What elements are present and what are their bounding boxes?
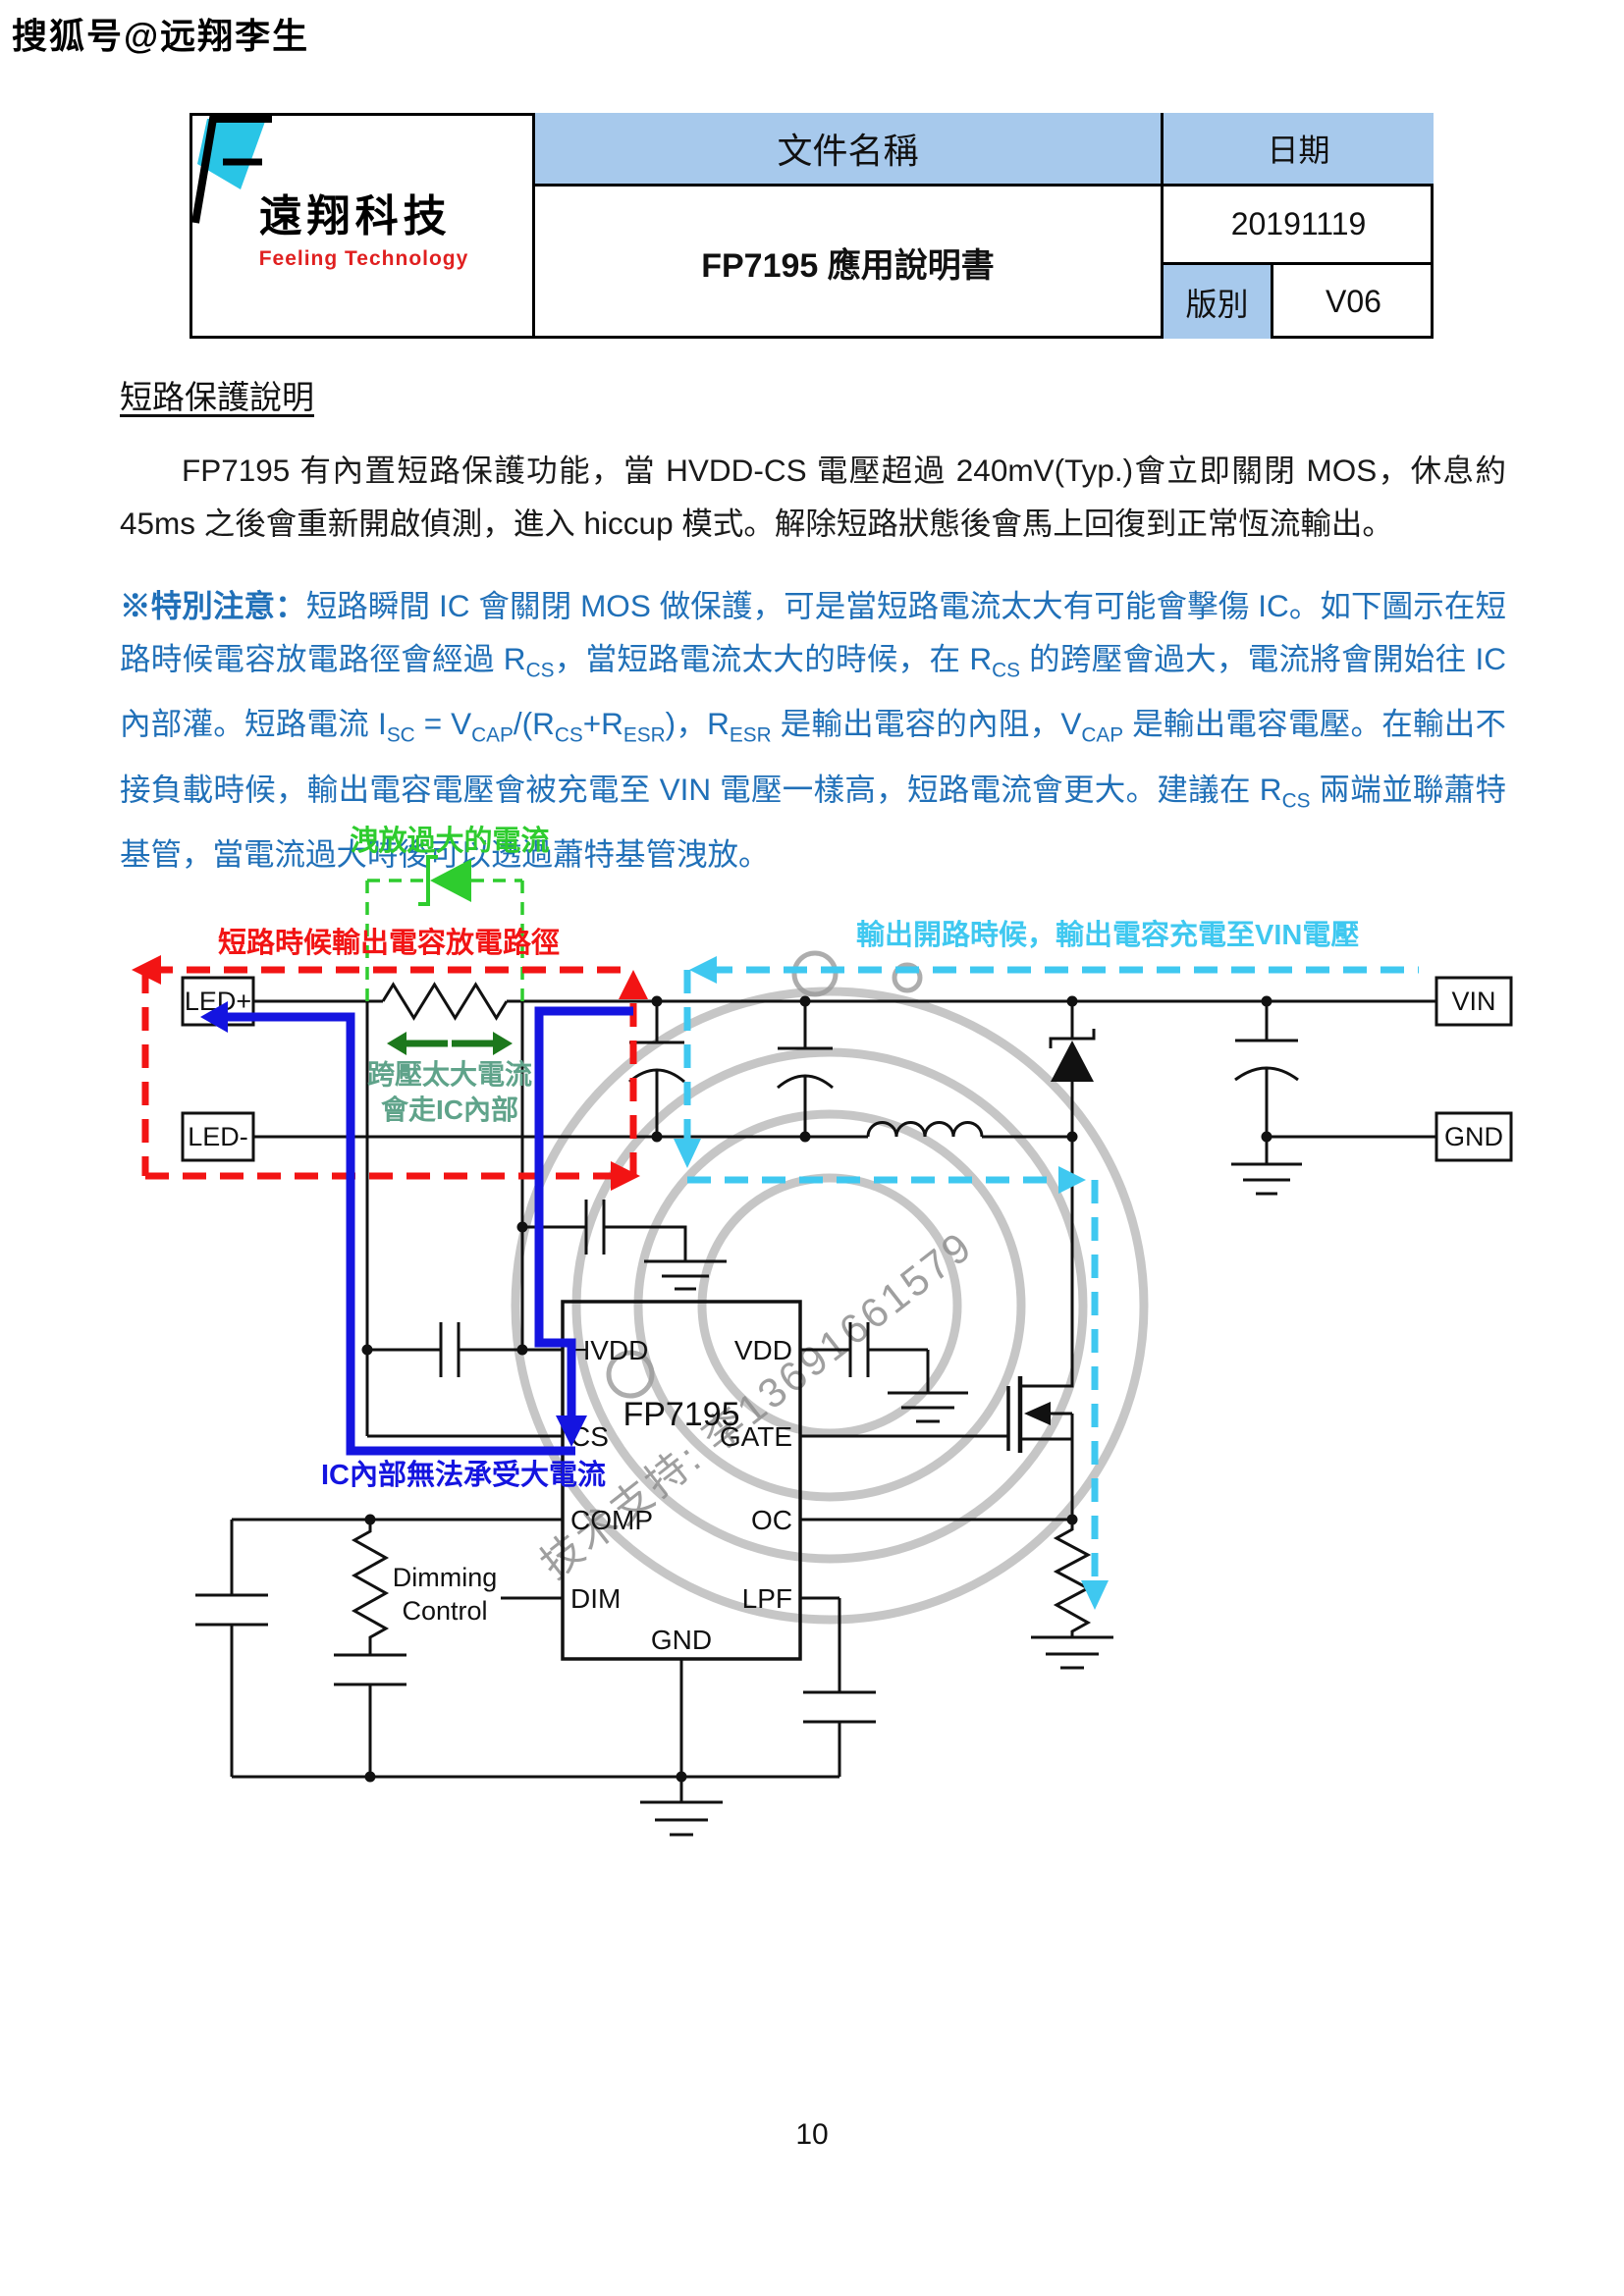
terminal-boxes [181,976,1513,1162]
date-label: 日期 [1164,113,1434,187]
logo-cell: 遠翔科技 Feeling Technology [189,113,535,339]
pin-comp: COMP [570,1505,653,1535]
vin-label: VIN [1451,987,1495,1016]
note-crossover-line1: 跨壓太大電流 [367,1059,532,1090]
dimming-control-label: Dimming Control [393,1563,498,1626]
schottky-diode [1049,1001,1096,1137]
company-name: 遠翔科技 [258,192,452,240]
arrowhead-right [493,1032,513,1055]
red-arrowhead-up [619,970,648,999]
red-discharge-path [132,955,648,1191]
watermark-circle-small [791,950,839,997]
red-dashed-lines [141,966,637,1180]
gnd-box [1435,1111,1513,1162]
cyan-arrowhead-down-1 [674,1139,701,1168]
rc-comp-branch [334,1520,406,1777]
green-diode-cathode [418,855,438,906]
company-tagline: Feeling Technology [258,247,469,270]
resistor-sense [1031,1520,1113,1670]
watermark-circle [697,1173,962,1438]
note-crossover: 跨壓太大電流 會走IC內部 [367,1059,532,1125]
date-value: 20191119 [1164,187,1434,265]
blue-arrowhead-left [200,1001,228,1033]
voltage-drop-arrows [387,1032,513,1055]
red-arrowhead-left [132,955,161,985]
note-discharge-path: 短路時候輸出電容放電路徑 [218,926,560,959]
circuit-wires [195,982,1436,1837]
watermark-circle [633,1109,1026,1502]
pin-lpf: LPF [742,1583,792,1614]
pin-oc: OC [751,1505,792,1535]
blue-ic-current-path [200,1001,633,1456]
small-watermark-circles [606,950,923,1399]
mosfet-body-arrow [1024,1402,1051,1425]
capacitor-lpf [800,1596,876,1777]
pin-gnd: GND [651,1625,712,1655]
ground-ic [640,1659,723,1837]
page-number: 10 [795,2118,829,2151]
pin-vdd: VDD [734,1335,792,1365]
ic-fp7195-body [561,1300,802,1661]
blue-arrowhead-down [556,1415,587,1447]
logo-black-stroke [191,115,272,224]
capacitor-vin [1234,1001,1299,1137]
resistor-rcs [381,982,509,1021]
vin-box [1435,976,1513,1027]
green-diode-body [430,859,471,902]
paragraph-special-note: ※特別注意：短路瞬間 IC 會關閉 MOS 做保護，可是當短路電流太大有可能會擊… [120,588,1506,872]
version-value: V06 [1326,284,1381,319]
led-minus-label: LED- [188,1122,248,1151]
inductor [866,1121,984,1138]
led-minus-box [181,1111,255,1162]
pin-dim: DIM [570,1583,621,1614]
capacitor-hvdd-gnd [522,1200,727,1291]
paragraph-protection: FP7195 有內置短路保護功能，當 HVDD-CS 電壓超過 240mV(Ty… [120,453,1506,541]
green-diode-box [365,855,524,1001]
capacitor-hvdd-series [367,1322,563,1377]
doc-name-label: 文件名稱 [535,113,1164,187]
note-ic-current: IC內部無法承受大電流 [321,1458,606,1491]
capacitor-output-1 [628,1001,685,1137]
arrowhead-left [387,1032,406,1055]
dimming-line2: Control [402,1596,487,1626]
mosfet-source [1020,1412,1074,1520]
cyan-charge-path [674,956,1419,1610]
cyan-dashed-lines [683,966,1419,1582]
schottky-diode-body [1051,1041,1094,1082]
watermark-circle-small [606,1350,655,1399]
capacitor-output-2 [777,1001,834,1137]
spiral-watermark [511,987,1149,1625]
ic-name: FP7195 [623,1396,739,1433]
section-title: 短路保護說明 [120,379,314,415]
dimming-line1: Dimming [393,1563,498,1592]
version-label: 版別 [1164,265,1273,339]
red-arrowhead-right [611,1161,640,1191]
terminal-labels: LED+ LED- VIN GND [185,987,1503,1151]
watermark-circle [571,1047,1088,1564]
pin-hvdd: HVDD [570,1335,648,1365]
doc-name: FP7195 應用說明書 [535,187,1164,339]
note-crossover-line2: 會走IC內部 [381,1094,518,1125]
logo-cyan-shape [197,119,266,189]
capacitor-vdd [800,1322,968,1423]
junction-dots [361,995,1272,1783]
ground-vin [1231,1135,1436,1196]
cyan-arrowhead-left [689,956,717,984]
capacitor-comp-left [195,1520,268,1777]
blue-lines [218,1006,633,1456]
note-charge-path: 輸出開路時候，輸出電容充電至VIN電壓 [856,918,1359,951]
cyan-arrowhead-down-2 [1081,1580,1109,1610]
company-logo-icon [191,115,272,224]
watermark-circle-small [892,962,923,993]
note-bleed-current: 洩放過大的電流 [350,824,549,857]
document-body: 短路保護說明 FP7195 有內置短路保護功能，當 HVDD-CS 電壓超過 2… [120,371,1506,881]
gnd-label: GND [1444,1122,1503,1151]
cyan-arrowhead-right [1058,1166,1086,1194]
pin-gate: GATE [720,1421,792,1452]
top-watermark: 搜狐号@远翔李生 [12,16,310,56]
